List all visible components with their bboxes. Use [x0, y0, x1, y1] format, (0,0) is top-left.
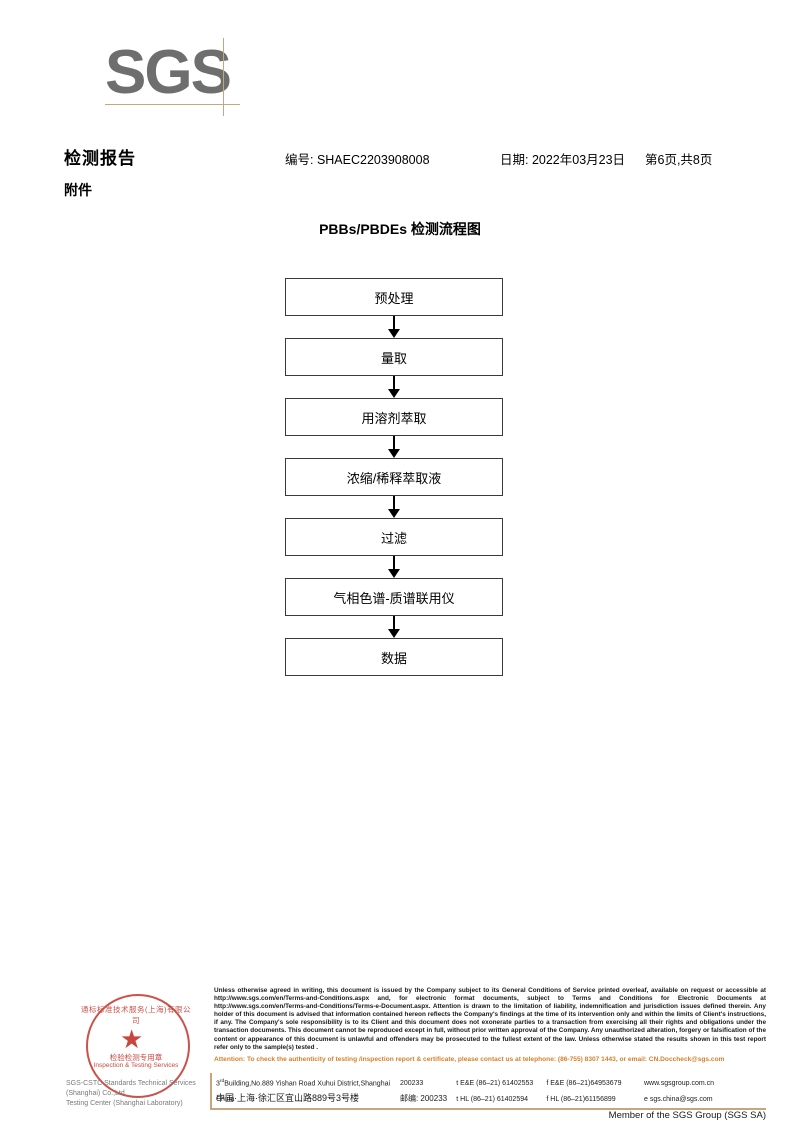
flow-step-filtration: 过滤 — [285, 518, 503, 556]
terms-and-conditions-text: Unless otherwise agreed in writing, this… — [214, 987, 766, 1051]
address-zip-cn: 邮编: 200233 — [399, 1094, 448, 1103]
arrow-head-icon — [388, 509, 400, 518]
stamp-center-en: Inspection & Testing Services — [93, 1062, 179, 1069]
address-vertical-rule — [210, 1073, 212, 1109]
fax-ee: f E&E (86–21)64953679 — [546, 1080, 622, 1088]
attachment-label: 附件 — [64, 182, 92, 198]
address-zip-en: 200233 — [399, 1080, 424, 1088]
address-street-en: 3rdBuilding,No.889 Yishan Road Xuhui Dis… — [216, 1074, 400, 1108]
flow-step-concentrate-dilute: 浓缩/稀释萃取液 — [285, 458, 503, 496]
arrow-shaft — [393, 316, 395, 332]
fax-hl: f HL (86–21)61156899 — [546, 1096, 616, 1103]
email-link[interactable]: e sgs.china@sgs.com — [643, 1096, 713, 1103]
stamp-center-cn: 检验检测专用章 — [109, 1053, 163, 1062]
flow-step-label: 浓缩/稀释萃取液 — [346, 470, 442, 486]
website-link[interactable]: www.sgsgroup.com.cn — [643, 1080, 715, 1088]
flow-arrow-2 — [285, 376, 503, 398]
arrow-shaft — [393, 496, 395, 512]
address-horizontal-rule — [210, 1108, 766, 1110]
sgs-logo: SGS — [105, 38, 255, 118]
flow-arrow-5 — [285, 556, 503, 578]
sgs-group-member-note: Member of the SGS Group (SGS SA) — [608, 1110, 766, 1121]
address-row-en: 3rdBuilding,No.889 Yishan Road Xuhui Dis… — [216, 1074, 766, 1103]
report-number: 编号: SHAEC2203908008 — [285, 153, 430, 167]
attention-notice: Attention: To check the authenticity of … — [214, 1056, 725, 1063]
arrow-head-icon — [388, 629, 400, 638]
address-street-cn: 中国·上海·徐汇区宜山路889号3号楼 — [216, 1093, 360, 1103]
flow-step-measure: 量取 — [285, 338, 503, 376]
street-text: Building,No.889 Yishan Road Xuhui Distri… — [216, 1080, 391, 1104]
flow-step-label: 气相色谱-质谱联用仪 — [333, 590, 455, 606]
flow-arrow-4 — [285, 496, 503, 518]
flow-step-label: 数据 — [380, 650, 407, 666]
arrow-head-icon — [388, 389, 400, 398]
sgs-logo-text: SGS — [105, 38, 232, 107]
street-ordinal: rd — [219, 1079, 225, 1084]
arrow-head-icon — [388, 569, 400, 578]
report-date: 日期: 2022年03月23日 — [500, 153, 626, 167]
flow-step-label: 用溶剂萃取 — [361, 410, 427, 426]
flow-step-label: 量取 — [380, 350, 407, 366]
stamp-subtext-line2: Testing Center (Shanghai Laboratory) — [66, 1100, 183, 1107]
arrow-shaft — [393, 436, 395, 452]
inspection-stamp: 通标标准技术服务(上海)有限公司 ★ 检验检测专用章 Inspection & … — [78, 990, 194, 1106]
arrow-shaft — [393, 376, 395, 392]
address-row-cn: 中国·上海·徐汇区宜山路889号3号楼 邮编: 200233 t HL (86–… — [216, 1090, 766, 1106]
street-number: 3 — [216, 1080, 220, 1088]
flowchart-title: PBBs/PBDEs 检测流程图 — [319, 221, 481, 237]
flow-step-label: 过滤 — [380, 530, 407, 546]
flow-step-label: 预处理 — [374, 290, 414, 306]
page-number: 第6页,共8页 — [645, 153, 713, 167]
logo-horizontal-rule — [105, 104, 240, 105]
flow-step-gcms: 气相色谱-质谱联用仪 — [285, 578, 503, 616]
phone-hl: t HL (86–21) 61402594 — [456, 1096, 529, 1103]
flowchart: 预处理 量取 用溶剂萃取 浓缩/稀释萃取液 过滤 气相色谱-质谱联用仪 数据 — [285, 278, 503, 676]
arrow-head-icon — [388, 449, 400, 458]
flow-arrow-3 — [285, 436, 503, 458]
flow-arrow-1 — [285, 316, 503, 338]
star-icon: ★ — [120, 1024, 144, 1054]
arrow-head-icon — [388, 329, 400, 338]
phone-ee: t E&E (86–21) 61402553 — [456, 1080, 534, 1088]
address-block: 3rdBuilding,No.889 Yishan Road Xuhui Dis… — [216, 1074, 766, 1106]
arrow-shaft — [393, 616, 395, 632]
logo-vertical-rule — [223, 38, 224, 116]
flow-step-solvent-extraction: 用溶剂萃取 — [285, 398, 503, 436]
arrow-shaft — [393, 556, 395, 572]
flow-arrow-6 — [285, 616, 503, 638]
flow-step-pretreatment: 预处理 — [285, 278, 503, 316]
flow-step-data: 数据 — [285, 638, 503, 676]
stamp-company-name: 通标标准技术服务(上海)有限公司 — [81, 1005, 191, 1025]
page-title: 检测报告 — [64, 149, 136, 168]
stamp-subtext-line1: SGS-CSTC Standards Technical Services (S… — [66, 1080, 196, 1097]
stamp-subtext: SGS-CSTC Standards Technical Services (S… — [66, 1079, 216, 1109]
stamp-circle-border — [86, 994, 190, 1098]
